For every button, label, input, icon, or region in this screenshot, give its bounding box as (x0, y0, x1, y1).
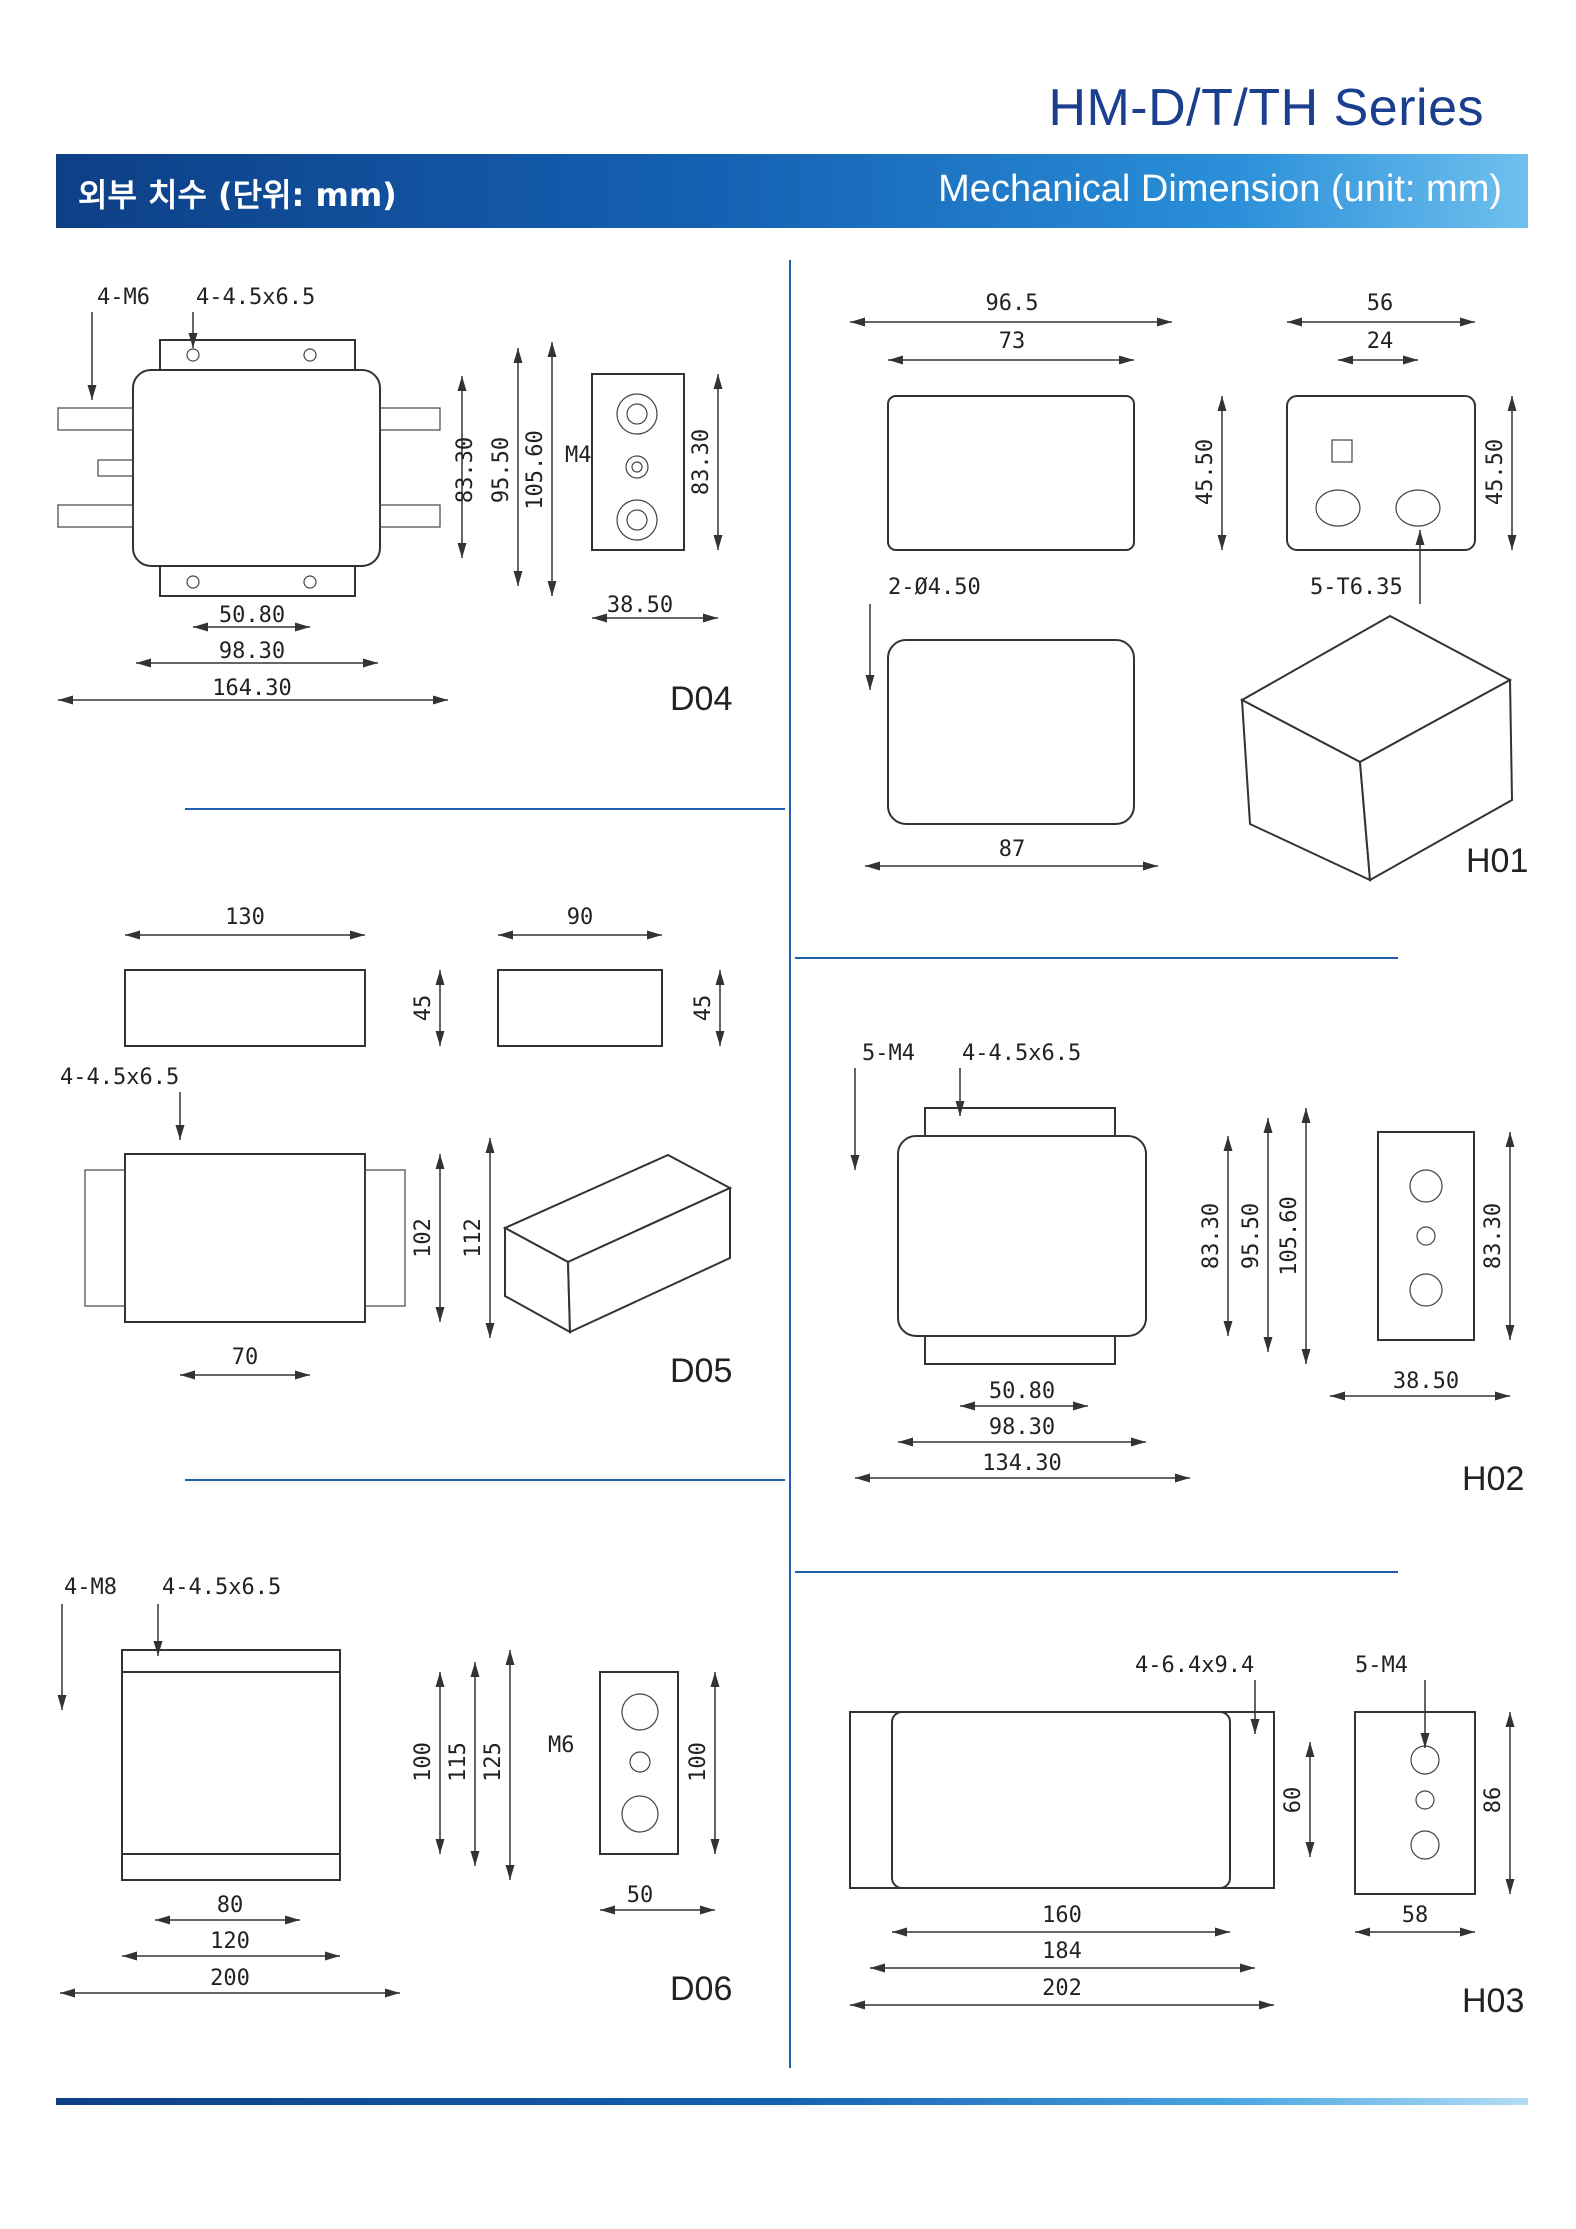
d04-dim-h3: 105.60 (523, 430, 548, 509)
d05-callout-mount: 4-4.5x6.5 (60, 1065, 179, 1090)
h03-dim-w2: 184 (1042, 1939, 1082, 1964)
h02-callout-stud: 5-M4 (862, 1041, 915, 1066)
section-banner: 외부 치수 (단위: mm) Mechanical Dimension (uni… (56, 154, 1528, 228)
d06-dim-w1: 80 (217, 1893, 244, 1918)
h01-dim-w-inner: 73 (999, 329, 1026, 354)
h02-dim-h3: 105.60 (1277, 1196, 1302, 1275)
d06-callout-stud: 4-M8 (64, 1575, 117, 1600)
d06-label: D06 (670, 1970, 732, 2008)
h02-callout-mount: 4-4.5x6.5 (962, 1041, 1081, 1066)
h02-dim-w3: 134.30 (982, 1451, 1061, 1476)
d05-label: D05 (670, 1352, 732, 1390)
h01-callout-tab: 5-T6.35 (1310, 575, 1403, 600)
d04-dim-w1: 50.80 (219, 603, 285, 628)
h02-dim-h1: 83.30 (1199, 1203, 1224, 1269)
d04-dim-h2: 95.50 (489, 437, 514, 503)
d04-dim-h1: 83.30 (453, 437, 478, 503)
d05-dim-w-top: 130 (225, 905, 265, 930)
d04-callout-ground: M4 (565, 443, 592, 468)
d04-callout-mount: 4-4.5x6.5 (196, 285, 315, 310)
series-title: HM-D/T/TH Series (1048, 79, 1484, 137)
footer-bar (56, 2098, 1528, 2105)
d06-dim-h2: 115 (446, 1742, 471, 1782)
h03-dim-side-h: 86 (1481, 1787, 1506, 1814)
d06-dim-side-h: 100 (686, 1742, 711, 1782)
d04-label: D04 (670, 680, 732, 718)
d04-callout-stud: 4-M6 (97, 285, 150, 310)
h01-label: H01 (1466, 842, 1528, 880)
h03-label: H03 (1462, 1982, 1524, 2020)
d06-callout-mount: 4-4.5x6.5 (162, 1575, 281, 1600)
d05-dim-h1: 102 (411, 1218, 436, 1258)
h03-dim-side-w: 58 (1402, 1903, 1429, 1928)
section-title-english: Mechanical Dimension (unit: mm) (938, 168, 1502, 210)
d04-dim-side-h: 83.30 (689, 429, 714, 495)
h03-callout-mount: 4-6.4x9.4 (1135, 1653, 1254, 1678)
drawing-h01: 96.5 73 45.50 56 24 45.50 87 2-Ø4.50 5-T… (850, 291, 1528, 882)
d05-dim-w-side: 90 (567, 905, 594, 930)
h02-dim-w1: 50.80 (989, 1379, 1055, 1404)
d05-dim-h2: 112 (461, 1218, 486, 1258)
h01-dim-h-front: 45.50 (1193, 439, 1218, 505)
d05-dim-h-side: 45 (691, 995, 716, 1022)
d04-dim-side-w: 38.50 (607, 593, 673, 618)
d05-dim-h-top: 45 (411, 995, 436, 1022)
d06-callout-ground: M6 (548, 1733, 575, 1758)
d04-dim-w3: 164.30 (212, 676, 291, 701)
h01-dim-w-top: 96.5 (986, 291, 1039, 316)
drawing-d04: 83.30 95.50 105.60 83.30 50.80 98.30 164… (57, 285, 732, 718)
h03-callout-stud: 5-M4 (1355, 1653, 1408, 1678)
drawing-h02: 83.30 95.50 105.60 83.30 50.80 98.30 134… (850, 1041, 1524, 1498)
d06-dim-w3: 200 (210, 1966, 250, 1991)
h01-dim-bottom-w: 87 (999, 837, 1026, 862)
drawing-d05: 130 45 90 45 102 112 70 4-4.5x6.5 D05 (60, 905, 732, 1390)
d05-dim-w-bottom: 70 (232, 1345, 259, 1370)
h02-dim-side-w: 38.50 (1393, 1369, 1459, 1394)
section-title-korean: 외부 치수 (단위: mm) (78, 176, 397, 214)
d04-dim-w2: 98.30 (219, 639, 285, 664)
d06-dim-w2: 120 (210, 1929, 250, 1954)
d06-dim-h1: 100 (411, 1742, 436, 1782)
h02-dim-w2: 98.30 (989, 1415, 1055, 1440)
h01-dim-side-h: 45.50 (1483, 439, 1508, 505)
drawing-d06: 100 115 125 100 80 120 200 50 4-M8 4-4.5… (57, 1575, 732, 2008)
h03-dim-h-mount: 60 (1281, 1787, 1306, 1814)
h03-dim-w3: 202 (1042, 1976, 1082, 2001)
h02-label: H02 (1462, 1460, 1524, 1498)
h01-callout-hole: 2-Ø4.50 (888, 575, 981, 600)
h02-dim-h2: 95.50 (1239, 1203, 1264, 1269)
h03-dim-w1: 160 (1042, 1903, 1082, 1928)
h02-dim-side-h: 83.30 (1481, 1203, 1506, 1269)
drawing-h03: 60 86 160 184 202 58 4-6.4x9.4 5-M4 H03 (849, 1653, 1524, 2020)
h01-dim-side-w: 56 (1367, 291, 1394, 316)
d06-dim-h3: 125 (481, 1742, 506, 1782)
h01-dim-side-inner: 24 (1367, 329, 1394, 354)
d06-dim-side-w: 50 (627, 1883, 654, 1908)
